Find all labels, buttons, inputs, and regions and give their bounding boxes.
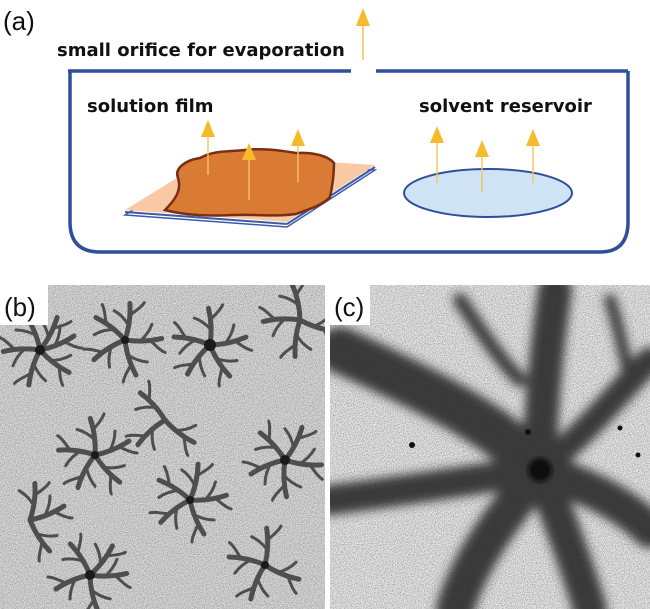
panel-b-micrograph [0,285,325,609]
panel-a: (a) small orifice for evaporation soluti… [3,6,630,254]
solvent-reservoir [403,168,573,218]
reservoir-evaporation-arrows [430,126,540,192]
reservoir-label: solvent reservoir [419,96,592,117]
film-label: solution film [87,96,214,117]
panel-c-label: (c) [334,292,364,322]
orifice-arrow [356,8,370,60]
panel-b-label: (b) [4,292,36,322]
film-evaporation-arrows [201,120,305,200]
container [68,69,630,254]
panel-a-label: (a) [3,6,35,36]
panel-c-micrograph [330,285,650,609]
orifice-label: small orifice for evaporation [57,40,345,61]
